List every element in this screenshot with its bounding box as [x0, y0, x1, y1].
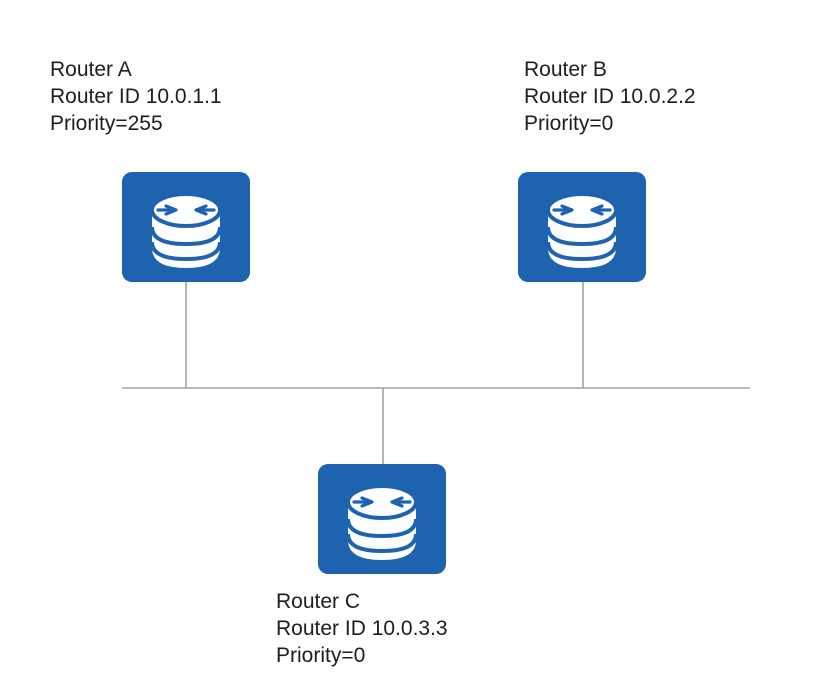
router-a-node — [122, 172, 250, 282]
router-a-name: Router A — [50, 58, 132, 81]
router-b-label: Router B Router ID 10.0.2.2 Priority=0 — [524, 56, 696, 137]
router-icon — [346, 484, 418, 560]
router-a-label: Router A Router ID 10.0.1.1 Priority=255 — [50, 56, 222, 137]
router-a-priority: Priority=255 — [50, 112, 163, 135]
router-c-node — [318, 464, 446, 574]
router-a-id: Router ID 10.0.1.1 — [50, 85, 222, 108]
router-b-node — [518, 172, 646, 282]
router-icon — [546, 192, 618, 268]
router-c-id: Router ID 10.0.3.3 — [276, 617, 448, 640]
router-b-name: Router B — [524, 58, 607, 81]
router-icon — [150, 192, 222, 268]
router-c-label: Router C Router ID 10.0.3.3 Priority=0 — [276, 588, 448, 669]
router-b-id: Router ID 10.0.2.2 — [524, 85, 696, 108]
router-c-name: Router C — [276, 590, 361, 613]
router-c-priority: Priority=0 — [276, 644, 366, 667]
router-b-priority: Priority=0 — [524, 112, 614, 135]
